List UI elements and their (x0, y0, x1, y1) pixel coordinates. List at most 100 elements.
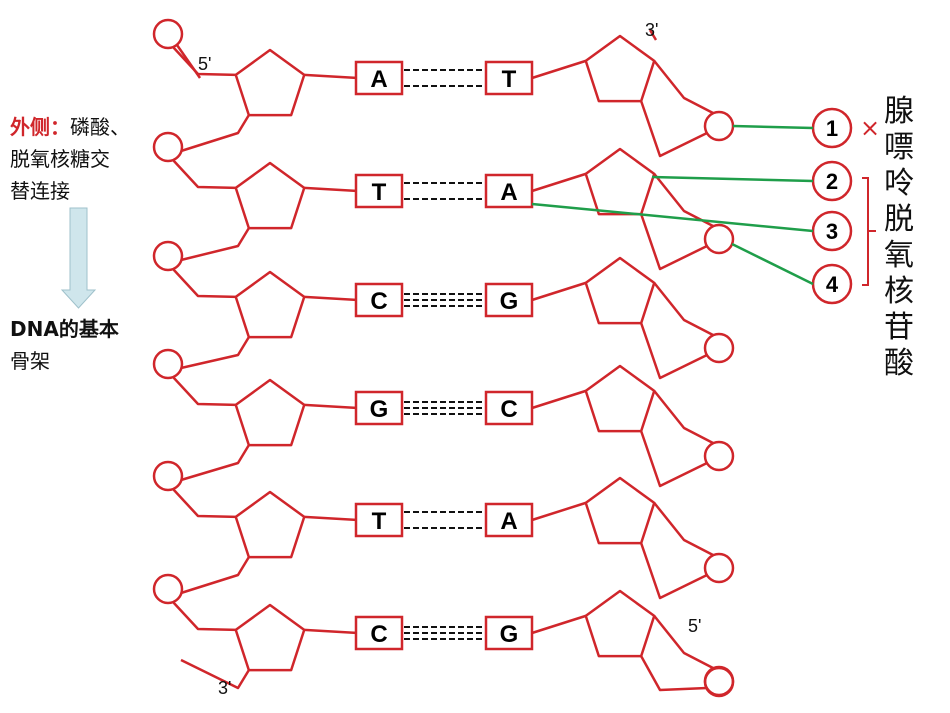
right-glycosidic-bond-4 (531, 389, 587, 410)
outer-side-line-1: 外侧：磷酸、 (10, 114, 130, 140)
pointer-line-3 (531, 202, 814, 233)
right-strand-top-end: 3' (645, 20, 658, 40)
left-phosphodiester-b-1 (180, 114, 250, 153)
left-strand-bottom-end: 3' (218, 678, 231, 698)
pointer-line-1 (732, 124, 814, 130)
right-deoxyribose-1 (584, 34, 656, 103)
right-base-letter-5: A (500, 508, 517, 535)
legend-number-2: 2 (811, 160, 853, 202)
legend-number-3: 3 (811, 210, 853, 252)
pointer-layer: 1 2 3 4 (531, 107, 853, 305)
left-base-letter-3: C (370, 288, 387, 315)
cross-mark: × (860, 114, 880, 142)
legend-number-1: 1 (811, 107, 853, 149)
left-glycosidic-bond-4 (304, 403, 359, 410)
right-phosphodiester-b-6 (640, 655, 708, 692)
left-base-5: T (354, 502, 404, 538)
left-phosphodiester-a-5 (172, 488, 236, 519)
left-deoxyribose-1 (234, 48, 306, 117)
left-base-4: G (354, 390, 404, 426)
left-glycosidic-bond-5 (304, 515, 359, 522)
left-base-letter-6: C (370, 621, 387, 648)
right-base-box-1 (484, 60, 534, 96)
right-phosphate-3 (703, 332, 735, 364)
backbone-line-1: DNA的基本 (10, 317, 119, 341)
outer-side-line-3: 替连接 (10, 179, 70, 203)
left-phosphate-4 (152, 348, 184, 380)
legend-nucleotide-name: 腺嘌呤脱氧核苷酸 (884, 94, 914, 381)
right-phosphodiester-a-5 (653, 502, 714, 557)
right-deoxyribose-3 (584, 256, 656, 325)
left-base-box-6 (354, 615, 404, 651)
right-phosphodiester-a-3 (653, 282, 714, 337)
left-deoxyribose-5 (234, 490, 306, 559)
left-base-letter-2: T (372, 179, 387, 206)
legend-bracket (862, 177, 876, 286)
left-top-end-stub (175, 44, 202, 79)
right-base-4: C (484, 390, 534, 426)
left-phosphate-2 (152, 131, 184, 163)
right-base-5: A (484, 502, 534, 538)
right-base-letter-1: T (502, 66, 517, 93)
legend-number-text-4: 4 (826, 272, 839, 297)
left-phosphodiester-a-4 (172, 376, 236, 407)
right-base-letter-6: G (500, 621, 519, 648)
right-base-6: G (484, 615, 534, 651)
left-deoxyribose-3 (234, 270, 306, 339)
left-phosphodiester-b-5 (180, 556, 250, 595)
backbone-line-2: 骨架 (10, 349, 50, 373)
right-phosphate-4 (703, 440, 735, 472)
outer-side-line-2: 脱氧核糖交 (10, 147, 110, 171)
right-base-box-3 (484, 282, 534, 318)
left-base-box-1 (354, 60, 404, 96)
right-base-letter-4: C (500, 396, 517, 423)
right-base-1: T (484, 60, 534, 96)
left-deoxyribose-2 (234, 161, 306, 230)
left-base-box-4 (354, 390, 404, 426)
left-deoxyribose-4 (234, 378, 306, 447)
hydrogen-bond-layer (404, 69, 484, 640)
left-phosphate-5 (152, 460, 184, 492)
right-base-letter-3: G (500, 288, 519, 315)
legend-circle-1 (811, 107, 853, 149)
left-base-3: C (354, 282, 404, 318)
right-phosphodiester-b-4 (639, 430, 708, 488)
right-terminal-phosphate (703, 666, 735, 698)
right-glycosidic-bond-2 (531, 172, 587, 193)
left-base-letter-1: A (370, 66, 387, 93)
right-phosphate-1 (703, 110, 735, 142)
left-base-1: A (354, 60, 404, 96)
right-glycosidic-bond-5 (531, 501, 587, 522)
left-phosphodiester-a-3 (172, 268, 236, 299)
left-base-6: C (354, 615, 404, 651)
right-base-box-6 (484, 615, 534, 651)
right-base-3: G (484, 282, 534, 318)
right-deoxyribose-5 (584, 476, 656, 545)
right-base-box-2 (484, 173, 534, 209)
outer-side-text-1: 磷酸、 (70, 115, 130, 139)
left-glycosidic-bond-6 (304, 628, 359, 635)
right-strand-bottom-end: 5' (688, 616, 701, 636)
left-base-letter-5: T (372, 508, 387, 535)
right-deoxyribose-2 (584, 147, 656, 216)
pointer-line-4 (731, 242, 814, 286)
down-arrow (60, 207, 97, 309)
backbone-layer (152, 18, 735, 698)
left-phosphate-3 (152, 240, 184, 272)
left-base-box-2 (354, 173, 404, 209)
left-phosphate-6 (152, 573, 184, 605)
right-glycosidic-bond-1 (531, 59, 587, 80)
left-phosphodiester-b-6 (180, 658, 250, 690)
outer-side-label: 外侧： (10, 115, 70, 139)
left-phosphodiester-a-2 (172, 159, 236, 190)
left-phosphodiester-a-6 (172, 601, 236, 632)
right-phosphodiester-b-5 (639, 542, 708, 600)
left-base-letter-4: G (370, 396, 389, 423)
left-glycosidic-bond-1 (304, 73, 359, 80)
left-phosphodiester-b-2 (180, 227, 250, 262)
legend-number-4: 4 (811, 263, 853, 305)
right-top-end-stub (648, 29, 658, 41)
right-glycosidic-bond-3 (531, 281, 587, 302)
